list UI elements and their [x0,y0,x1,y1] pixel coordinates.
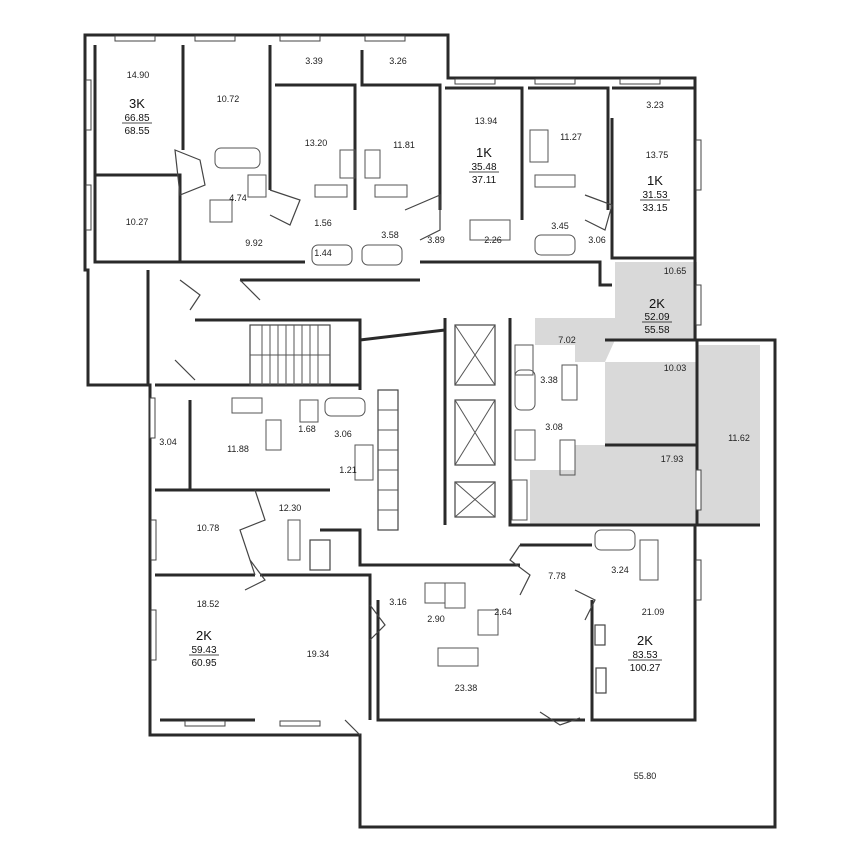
svg-text:68.55: 68.55 [124,126,149,137]
svg-text:31.53: 31.53 [642,190,667,201]
room-area: 11.62 [728,433,750,443]
room-area: 13.75 [646,150,669,160]
apartment-a5-label: 2K 59.43 60.95 [189,628,219,669]
plumbing-fixtures [209,129,659,667]
svg-text:2K: 2K [649,296,665,311]
room-area: 7.78 [548,571,566,581]
room-area: 21.09 [642,607,665,617]
room-area: 2.64 [494,607,512,617]
svg-text:1K: 1K [476,145,492,160]
apartment-a3-label: 1K 31.53 33.15 [640,173,670,214]
room-area: 4.74 [229,193,247,203]
room-area: 3.26 [389,56,407,66]
room-area: 1.44 [314,248,332,258]
svg-text:59.43: 59.43 [191,645,216,656]
room-area: 23.38 [455,683,478,693]
room-area: 18.52 [197,599,220,609]
room-area: 3.38 [540,375,558,385]
elevator-shafts [454,324,496,518]
room-area-labels: 14.90 10.72 3.39 3.26 3.23 13.20 11.81 1… [126,56,750,781]
room-area: 3.24 [611,565,629,575]
svg-text:2K: 2K [637,633,653,648]
room-area: 1.56 [314,218,332,228]
room-area: 10.78 [197,523,220,533]
room-area: 3.39 [305,56,323,66]
room-area: 12.30 [279,503,302,513]
room-area: 11.88 [227,444,249,454]
svg-text:1K: 1K [647,173,663,188]
room-area: 10.72 [217,94,240,104]
apartment-a1-label: 3K 66.85 68.55 [122,96,152,137]
room-area: 11.27 [560,132,582,142]
svg-text:3K: 3K [129,96,145,111]
room-area: 19.34 [307,649,330,659]
room-area: 55.80 [634,771,657,781]
staircase [249,324,331,386]
room-area: 9.92 [245,238,263,248]
svg-text:37.11: 37.11 [472,175,497,186]
svg-text:60.95: 60.95 [191,658,216,669]
exterior-walls [83,33,777,829]
svg-text:35.48: 35.48 [471,162,496,173]
svg-text:83.53: 83.53 [632,650,657,661]
room-area: 13.94 [475,116,498,126]
room-area: 7.02 [558,335,576,345]
svg-text:52.09: 52.09 [644,312,669,323]
apartment-a2-label: 1K 35.48 37.11 [469,145,499,186]
room-area: 10.03 [664,363,687,373]
room-area: 3.89 [427,235,445,245]
room-area: 3.08 [545,422,563,432]
room-area: 3.16 [389,597,407,607]
room-area: 1.68 [298,424,316,434]
room-area: 3.04 [159,437,177,447]
room-area: 13.20 [305,138,328,148]
apartment-a4-label: 2K 52.09 55.58 [642,296,672,336]
svg-text:55.58: 55.58 [644,325,669,336]
service-shafts [309,389,607,694]
room-area: 3.06 [334,429,352,439]
shaded-apartment-zone [530,262,760,525]
door-swings [174,149,613,736]
room-area: 1.21 [339,465,357,475]
room-area: 17.93 [661,454,684,464]
room-area: 10.65 [664,266,687,276]
room-area: 3.23 [646,100,664,110]
apartment-a6-label: 2K 83.53 100.27 [628,633,662,674]
svg-text:2K: 2K [196,628,212,643]
room-area: 14.90 [127,70,150,80]
room-area: 11.81 [393,140,415,150]
room-area: 3.45 [551,221,569,231]
room-area: 3.06 [588,235,606,245]
room-area: 2.90 [427,614,445,624]
svg-text:33.15: 33.15 [642,203,667,214]
windows [85,35,702,727]
svg-text:100.27: 100.27 [630,663,661,674]
room-area: 10.27 [126,217,149,227]
room-area: 3.58 [381,230,399,240]
svg-text:66.85: 66.85 [124,113,149,124]
room-area: 2.26 [484,235,502,245]
